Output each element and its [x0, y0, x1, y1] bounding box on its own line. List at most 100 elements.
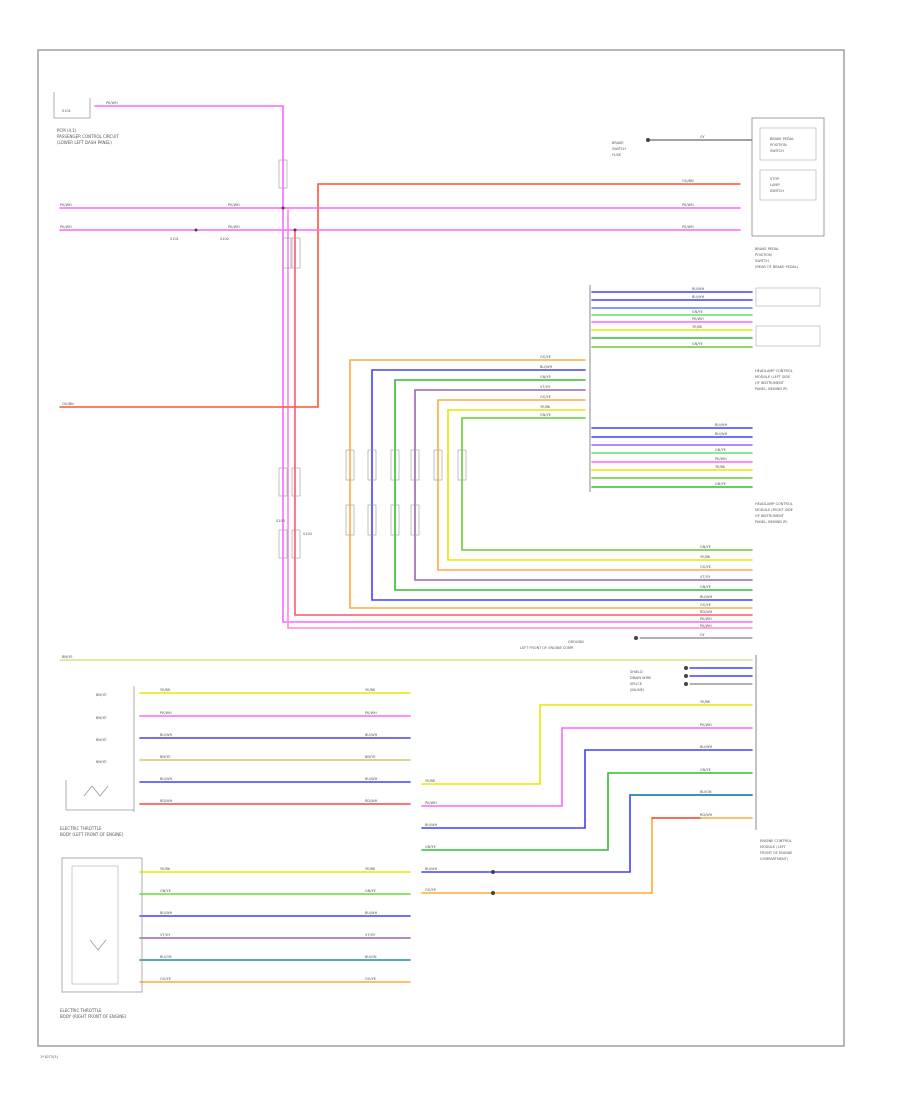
- code-r1: GN/YE: [700, 545, 711, 549]
- code-lt-w6: RD/WH: [160, 799, 173, 803]
- code-h1-2: BU/WH: [692, 295, 705, 299]
- brake-switch-label-1: BRAKE PEDAL: [770, 137, 794, 141]
- code-lb-e6: OG/YE: [365, 977, 376, 981]
- code-ecm-r4: GN/YE: [700, 768, 711, 772]
- headlamp-module-2: HEADLAMP CONTROL MODULE (RIGHT SIDE OF I…: [589, 355, 793, 524]
- code-ecm-4: GN/YE: [425, 845, 436, 849]
- code-r11: GY: [700, 633, 706, 637]
- code-lt-e4: BN/YE: [365, 755, 376, 759]
- code-r6: BU/WH: [700, 595, 713, 599]
- head1-label-1: HEADLAMP CONTROL: [755, 369, 793, 373]
- head1-label-4: PANEL, BEHIND IP): [755, 387, 788, 391]
- head2-label-4: PANEL, BEHIND IP): [755, 520, 788, 524]
- code-h2-5: YE/BK: [715, 465, 726, 469]
- head1-label-2: MODULE (LEFT SIDE: [755, 375, 790, 379]
- engine-control-module: ENGINE CONTROL MODULE (LEFT FRONT OF ENG…: [755, 655, 792, 861]
- wire-ecm-6: [421, 817, 753, 894]
- code-n4: VT/GY: [540, 385, 551, 389]
- code-ecm-r2: PK/WH: [700, 723, 712, 727]
- code-lb-w6: OG/YE: [160, 977, 171, 981]
- code-ecm-r1: YE/BK: [700, 700, 711, 704]
- code-lb-w4: VT/GY: [160, 933, 171, 937]
- code-pink-6: PK/WH: [682, 203, 694, 207]
- brake-conn-label-2: POSITION: [755, 253, 772, 257]
- code-lb-w3: BU/WH: [160, 911, 173, 915]
- brake-switch-label-2: POSITION: [770, 143, 787, 147]
- code-h1-6: GN/YE: [692, 342, 703, 346]
- code-ecm-2: PK/WH: [425, 801, 437, 805]
- code-r5: GN/YE: [700, 585, 711, 589]
- ground-note-2: LEFT FRONT OF ENGINE COMP.: [520, 646, 574, 650]
- wire-nest-3: [394, 379, 753, 591]
- code-orange-2: OG/BN: [62, 402, 74, 406]
- code-lt2: BN/YE: [96, 716, 107, 720]
- code-ecm-6: OG/YE: [425, 888, 436, 892]
- shield-note-3: SPLICE: [630, 682, 642, 686]
- pcm-label-2: PASSENGER CONTROL CIRCUIT: [57, 134, 119, 139]
- code-h2-3: GN/YE: [715, 448, 726, 452]
- code-lt-e3: BU/WH: [365, 733, 378, 737]
- code-r8: RD/WH: [700, 610, 713, 614]
- code-h1-1: BU/WH: [692, 287, 705, 291]
- throttle-bot-label-1: ELECTRIC THROTTLE: [60, 1008, 102, 1013]
- code-orange-1: OG/BN: [682, 179, 694, 183]
- code-lb-e1: YE/BK: [365, 867, 376, 871]
- wire-nest-1: [349, 359, 753, 609]
- notes: GROUND LEFT FRONT OF ENGINE COMP. SHIELD…: [520, 640, 651, 692]
- pcm-connector: S101 PCM (4.1) PASSENGER CONTROL CIRCUIT…: [53, 92, 119, 145]
- ecm-label-3: FRONT OF ENGINE: [760, 851, 792, 855]
- code-pink-7: PK/WH: [682, 225, 694, 229]
- code-pink-3: PK/WH: [60, 225, 72, 229]
- brake-switch-label-3: SWITCH: [770, 149, 784, 153]
- brake-switch2-label-3: SWITCH: [770, 189, 784, 193]
- code-lb-e5: BU/GN: [365, 955, 377, 959]
- wire-red-trunk: [294, 231, 753, 616]
- code-r10: PK/WH: [700, 624, 712, 628]
- code-h1-3: GN/YE: [692, 310, 703, 314]
- code-lb-e3: BU/WH: [365, 911, 378, 915]
- wire-ecm-1: [421, 704, 753, 785]
- head1-label-3: OF INSTRUMENT: [755, 381, 785, 385]
- brake-conn-label-1: BRAKE PEDAL: [755, 247, 779, 251]
- throttle-connector-bottom: ELECTRIC THROTTLE BODY (RIGHT FRONT OF E…: [60, 857, 143, 1019]
- code-r4: VT/GY: [700, 575, 711, 579]
- code-lb-e4: VT/GY: [365, 933, 376, 937]
- code-pink-1: PK/WH: [106, 101, 118, 105]
- code-lt-e2: PK/WH: [365, 711, 377, 715]
- throttle-top-label-2: BODY (LEFT FRONT OF ENGINE): [60, 832, 124, 837]
- code-h2-4: PK/WH: [715, 457, 727, 461]
- code-r9: PK/WH: [700, 617, 712, 621]
- code-lt3: BN/YE: [96, 738, 107, 742]
- wire-orange: [59, 183, 741, 408]
- wire-nest-4: [414, 389, 753, 581]
- code-lt-w3: BU/WH: [160, 733, 173, 737]
- diagram-frame: [37, 49, 845, 1047]
- code-n1: OG/YE: [540, 355, 551, 359]
- throttle-top-label-1: ELECTRIC THROTTLE: [60, 826, 102, 831]
- code-n2: BU/WH: [540, 365, 553, 369]
- wire-nest-7: [461, 417, 753, 551]
- code-pink-2: PK/WH: [60, 203, 72, 207]
- wire-ecm-3: [421, 749, 753, 829]
- wire-pink-trunk2: [287, 209, 753, 629]
- code-lt4: BN/YE: [96, 760, 107, 764]
- pcm-label-1: PCM (4.1): [57, 128, 77, 133]
- shield-note-4: (INLINE): [630, 688, 645, 692]
- code-olive: BN/YE: [62, 655, 73, 659]
- code-r3: OG/YE: [700, 565, 711, 569]
- code-h2-2: BU/WH: [715, 432, 728, 436]
- head2-label-2: MODULE (RIGHT SIDE: [755, 508, 793, 512]
- wire-nest-6: [447, 409, 753, 561]
- wires: [59, 105, 753, 983]
- ecm-label-1: ENGINE CONTROL: [760, 839, 792, 843]
- shield-note-1: SHIELD: [630, 670, 643, 674]
- code-lt-w4: BN/YE: [160, 755, 171, 759]
- brake-src-label-2: SWITCH: [612, 147, 626, 151]
- code-n3: GN/YE: [540, 375, 551, 379]
- pcm-label-3: (LOWER LEFT DASH PANEL): [57, 140, 112, 145]
- code-r7: OG/YE: [700, 603, 711, 607]
- code-lt-e6: RD/WH: [365, 799, 378, 803]
- headlamp-module-1: HEADLAMP CONTROL MODULE (LEFT SIDE OF IN…: [589, 285, 821, 391]
- code-lb-w5: BU/GN: [160, 955, 172, 959]
